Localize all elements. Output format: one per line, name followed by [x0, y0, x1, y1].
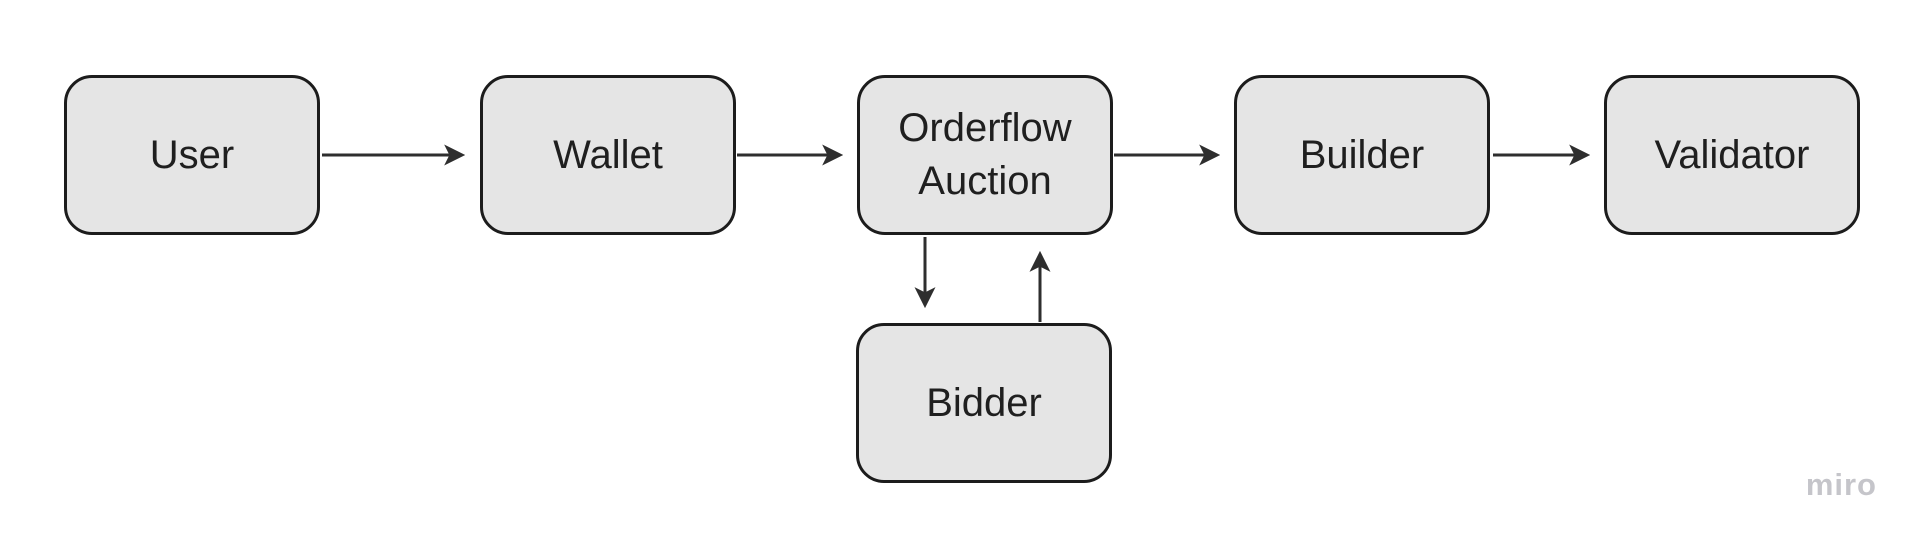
miro-watermark: miro — [1805, 467, 1877, 502]
node-orderflow-auction[interactable]: Orderflow Auction — [857, 75, 1113, 235]
node-bidder[interactable]: Bidder — [856, 323, 1112, 483]
node-validator[interactable]: Validator — [1604, 75, 1860, 235]
node-wallet[interactable]: Wallet — [480, 75, 736, 235]
node-bidder-label: Bidder — [926, 380, 1042, 425]
node-validator-label: Validator — [1654, 132, 1810, 177]
node-orderflow-auction-label: Orderflow Auction — [898, 106, 1072, 203]
node-user[interactable]: User — [64, 75, 320, 235]
node-user-label: User — [149, 132, 235, 177]
node-builder[interactable]: Builder — [1234, 75, 1490, 235]
node-wallet-label: Wallet — [553, 132, 663, 177]
node-builder-label: Builder — [1299, 132, 1425, 177]
